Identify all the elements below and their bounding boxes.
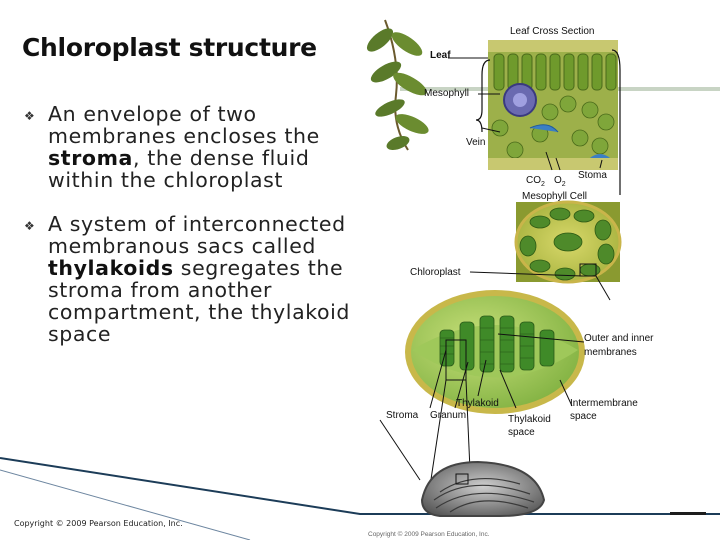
chloroplast-illustration <box>405 290 585 414</box>
leader-line <box>379 419 421 481</box>
copyright-text: Copyright © 2009 Pearson Education, Inc. <box>14 519 183 528</box>
leader-line <box>555 157 561 171</box>
mesophyll-cell-micrograph <box>514 200 622 284</box>
label-intermembrane-space: space <box>570 411 597 422</box>
leader-line <box>454 361 469 409</box>
leader-line <box>465 379 471 471</box>
label-mesophyll-cell: Mesophyll Cell <box>522 191 587 202</box>
leader-line <box>599 159 603 169</box>
leader-line <box>497 333 585 343</box>
label-vein: Vein <box>466 137 485 148</box>
label-leaf: Leaf <box>430 50 451 61</box>
leader-line <box>499 369 517 409</box>
bullet-term: thylakoids <box>48 256 174 280</box>
leader-line <box>545 151 553 171</box>
label-granum: Granum <box>430 410 466 421</box>
bullet-text: An envelope of two membranes encloses th… <box>48 102 320 148</box>
bullet-text: segregates the stroma from another compa… <box>48 256 351 346</box>
label-o2: O2 <box>554 175 566 188</box>
label-leaf-cross-section: Leaf Cross Section <box>510 26 595 37</box>
leader-line <box>481 127 501 133</box>
figure-copyright: Copyright © 2009 Pearson Education, Inc. <box>368 530 490 538</box>
leader-line <box>469 271 583 277</box>
label-outer-inner-membranes: membranes <box>584 347 637 358</box>
label-thylakoid: Thylakoid <box>456 398 499 409</box>
chloroplast-micrograph <box>420 460 546 517</box>
bullet-item: ❖ A system of interconnected membranous … <box>22 213 362 345</box>
leaf-sprig-illustration <box>366 19 429 151</box>
bullet-item: ❖ An envelope of two membranes encloses … <box>22 103 362 191</box>
figure-credit-backdrop <box>366 524 720 540</box>
label-thylakoid-space: Thylakoid <box>508 414 551 425</box>
bullet-list: ❖ An envelope of two membranes encloses … <box>22 103 362 367</box>
leader-line <box>429 379 447 487</box>
bullet-term: stroma <box>48 146 133 170</box>
label-stroma: Stroma <box>386 410 419 421</box>
label-chloroplast: Chloroplast <box>410 267 461 278</box>
bullet-text: , the dense fluid within the chloroplast <box>48 146 310 192</box>
slide-accent-line <box>0 457 720 515</box>
leader-line <box>477 359 487 397</box>
label-stoma: Stoma <box>578 170 607 181</box>
bracket-line <box>611 49 621 195</box>
label-co2: CO2 <box>526 175 545 188</box>
label-mesophyll: Mesophyll <box>424 88 469 99</box>
label-thylakoid-space: space <box>508 427 535 438</box>
label-outer-inner-membranes: Outer and inner <box>584 333 654 344</box>
bullet-text: A system of interconnected membranous sa… <box>48 212 346 258</box>
slide-accent-line <box>0 469 251 540</box>
leaf-cross-section <box>488 40 618 170</box>
bullet-marker-icon: ❖ <box>24 219 36 233</box>
bracket-line <box>475 59 491 133</box>
bullet-marker-icon: ❖ <box>24 109 36 123</box>
leader-line <box>559 379 573 407</box>
label-intermembrane-space: Intermembrane <box>570 398 638 409</box>
page-title: Chloroplast structure <box>22 33 317 62</box>
slide-accent-bar <box>670 512 706 515</box>
leader-line <box>595 275 611 301</box>
leader-line <box>429 349 447 409</box>
